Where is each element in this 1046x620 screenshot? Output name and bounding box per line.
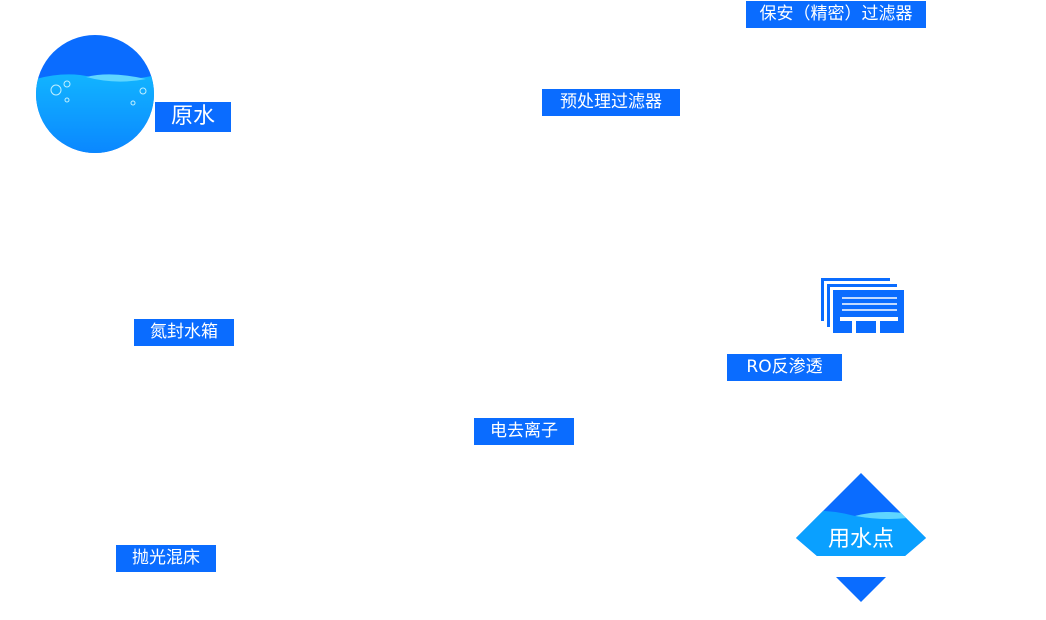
raw-water-icon <box>36 35 154 153</box>
ro-label: RO反渗透 <box>727 354 842 381</box>
nitrogen-tank-label: 氮封水箱 <box>134 319 234 346</box>
raw-water-label: 原水 <box>155 102 231 132</box>
security-filter-label: 保安（精密）过滤器 <box>746 1 926 28</box>
edi-label: 电去离子 <box>474 418 574 445</box>
use-point-label: 用水点 <box>827 527 894 552</box>
use-point-icon <box>796 473 926 602</box>
polishing-bed-label: 抛光混床 <box>116 545 216 572</box>
pretreatment-filter-label: 预处理过滤器 <box>542 89 680 116</box>
ro-membrane-icon <box>821 278 904 333</box>
